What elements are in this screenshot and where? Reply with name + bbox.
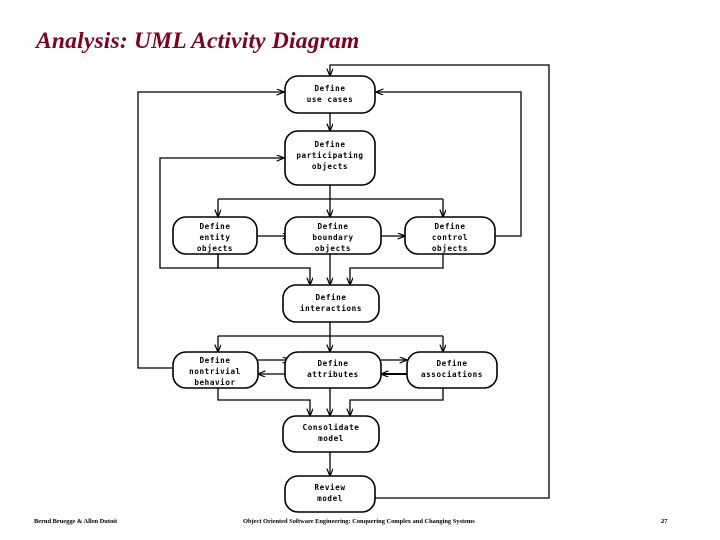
node-label-line: Define [317,359,348,368]
node-shape [284,216,382,255]
node-define-nontrivial-behavior[interactable]: Define nontrivial behavior [172,351,259,389]
node-shape [284,130,376,186]
node-define-attributes[interactable]: Define attributes [284,351,382,389]
node-shape [282,284,380,323]
node-define-control-objects[interactable]: Define control objects [404,216,496,255]
uml-activity-diagram: Define use cases Define participating ob… [137,64,550,513]
edge-define-entity-objects-to-define-interactions [217,254,310,285]
node-shape [172,216,258,255]
node-label-line: objects [432,244,468,253]
node-label-line: Define [314,84,345,93]
node-label-line: model [318,434,344,443]
edge-define-associations-to-consolidate-model [350,388,444,416]
node-label-line: Consolidate [303,423,360,432]
node-label-line: model [317,494,343,503]
node-label-line: Review [314,483,345,492]
node-shape [282,415,380,453]
node-review-model[interactable]: Review model [284,475,376,513]
node-label-line: Define [199,356,230,365]
node-label-line: associations [421,370,483,379]
node-label-line: interactions [300,304,362,313]
node-label-line: objects [315,244,351,253]
node-label-line: entity [199,233,230,242]
node-label-line: objects [197,244,233,253]
node-shape [172,351,259,389]
slide-footer: Bernd Bruegge & Allen Dutoit Object Orie… [0,518,720,534]
node-define-associations[interactable]: Define associations [406,351,498,389]
node-label-line: use cases [307,95,354,104]
node-label-line: nontrivial [189,367,241,376]
footer-authors: Bernd Bruegge & Allen Dutoit [34,518,118,525]
edge-review-model-to-define-use-cases [330,64,550,499]
footer-page-number: 27 [661,518,668,525]
node-shape [284,475,376,513]
node-label-line: Define [436,359,467,368]
node-consolidate-model[interactable]: Consolidate model [282,415,380,453]
node-label-line: behavior [194,378,235,387]
node-label-line: Define [434,222,465,231]
node-label-line: boundary [312,233,353,242]
node-define-entity-objects[interactable]: Define entity objects [172,216,258,255]
edge-define-nontrivial-behavior-to-consolidate-model [217,388,310,416]
node-label-line: Define [199,222,230,231]
edge-define-nontrivial-behavior-to-define-use-cases [137,92,284,369]
activity-diagram-container: Define use cases Define participating ob… [0,52,720,514]
node-define-interactions[interactable]: Define interactions [282,284,380,323]
node-shape [284,75,376,114]
node-define-boundary-objects[interactable]: Define boundary objects [284,216,382,255]
edge-define-control-objects-to-define-use-cases [376,92,522,237]
node-define-participating-objects[interactable]: Define participating objects [284,130,376,186]
node-shape [404,216,496,255]
page-title: Analysis: UML Activity Diagram [36,28,360,54]
node-define-use-cases[interactable]: Define use cases [284,75,376,114]
node-label-line: control [432,233,468,242]
node-shape [406,351,498,389]
node-label-line: Define [314,140,345,149]
diagram-edges [137,64,550,499]
footer-book-title: Object Oriented Software Engineering: Co… [243,518,475,525]
node-shape [284,351,382,389]
node-label-line: Define [317,222,348,231]
node-label-line: objects [312,162,348,171]
node-label-line: participating [296,151,363,160]
node-label-line: attributes [307,370,359,379]
node-label-line: Define [315,293,346,302]
edge-define-control-objects-to-define-interactions [350,254,444,285]
